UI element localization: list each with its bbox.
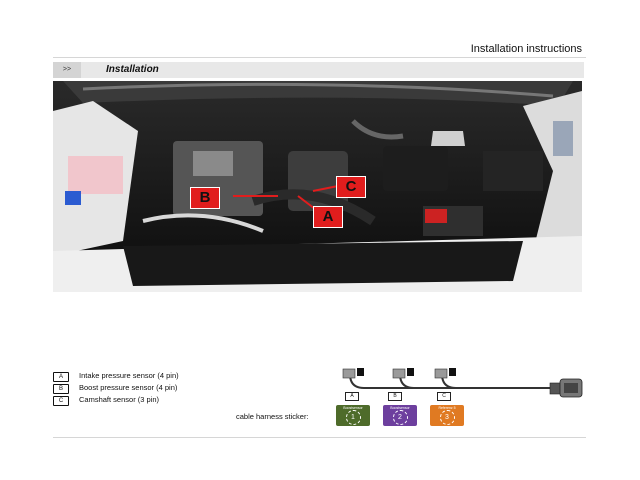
plug-label-c: C xyxy=(437,392,451,401)
plug-label-a: A xyxy=(345,392,359,401)
legend-text-c: Camshaft sensor (3 pin) xyxy=(79,395,160,404)
cable-harness-diagram xyxy=(330,360,590,405)
sticker-1-number: 1 xyxy=(345,410,361,425)
legend-key-b: B xyxy=(53,384,69,394)
legend-text-b: Boost pressure sensor (4 pin) xyxy=(79,383,178,392)
engine-bay-photo: B C A xyxy=(53,81,582,292)
header-title: Installation instructions xyxy=(470,43,582,55)
marker-a: A xyxy=(313,206,343,228)
marker-c: C xyxy=(336,176,366,198)
section-bar xyxy=(53,62,584,78)
section-chevron: >> xyxy=(53,62,81,78)
sticker-1: Boostsensor 1 xyxy=(336,405,370,426)
plug-label-b: B xyxy=(388,392,402,401)
legend-key-a: A xyxy=(53,372,69,382)
sticker-2: Boostsensor 2 xyxy=(383,405,417,426)
marker-b: B xyxy=(190,187,220,209)
legend-text-a: Intake pressure sensor (4 pin) xyxy=(79,371,179,380)
sticker-3-name: Referenz 5 xyxy=(438,406,456,410)
sticker-label: cable harness sticker: xyxy=(236,412,309,421)
legend-key-c: C xyxy=(53,396,69,406)
sticker-3: Referenz 5 3 xyxy=(430,405,464,426)
section-title: Installation xyxy=(106,64,159,75)
header-divider xyxy=(53,57,586,58)
sticker-2-number: 2 xyxy=(392,410,408,425)
footer-divider xyxy=(53,437,586,438)
sticker-1-name: Boostsensor xyxy=(343,406,363,410)
sticker-2-name: Boostsensor xyxy=(390,406,410,410)
sticker-3-number: 3 xyxy=(439,410,455,425)
